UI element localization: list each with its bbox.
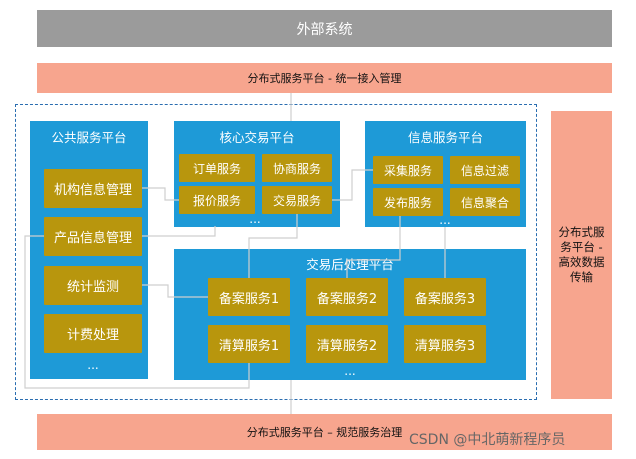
external-system-bar: 外部系统: [37, 10, 612, 47]
order-service[interactable]: 订单服务: [179, 154, 255, 182]
org-info-mgmt[interactable]: 机构信息管理: [44, 169, 142, 208]
filing-service-2[interactable]: 备案服务2: [306, 278, 388, 316]
info-filter-label: 信息过滤: [460, 163, 509, 178]
filing-service-3[interactable]: 备案服务3: [404, 278, 486, 316]
public-platform-title: 公共服务平台: [51, 130, 127, 145]
public-platform-more: ...: [87, 358, 99, 372]
quote-service-label: 报价服务: [192, 193, 241, 208]
publish-service-label: 发布服务: [383, 195, 432, 210]
collect-service-label: 采集服务: [383, 163, 432, 178]
info-platform-title: 信息服务平台: [407, 130, 483, 145]
order-service-label: 订单服务: [192, 161, 241, 176]
negotiation-service-label: 协商服务: [272, 161, 321, 176]
quote-service[interactable]: 报价服务: [179, 186, 255, 214]
unified-access-label: 分布式服务平台 - 统一接入管理: [247, 72, 402, 85]
trade-service-label: 交易服务: [272, 193, 321, 208]
filing-service-1[interactable]: 备案服务1: [208, 278, 290, 316]
product-info-mgmt-label: 产品信息管理: [53, 231, 132, 246]
publish-service[interactable]: 发布服务: [373, 188, 443, 216]
core-platform-title: 核心交易平台: [219, 130, 295, 145]
info-aggregation[interactable]: 信息聚合: [450, 188, 520, 216]
clearing-service-3[interactable]: 清算服务3: [404, 325, 486, 363]
unified-access-bar: 分布式服务平台 - 统一接入管理: [37, 63, 612, 93]
filing-service-1-label: 备案服务1: [218, 291, 280, 307]
clearing-service-2-label: 清算服务2: [316, 338, 378, 354]
clearing-service-1[interactable]: 清算服务1: [208, 325, 290, 363]
stat-monitoring-label: 统计监测: [66, 280, 119, 295]
clearing-service-3-label: 清算服务3: [414, 338, 476, 354]
product-info-mgmt[interactable]: 产品信息管理: [44, 217, 142, 256]
post-platform-more: ...: [344, 364, 356, 378]
csdn-watermark: CSDN @中北萌新程序员: [409, 432, 566, 448]
info-filter[interactable]: 信息过滤: [450, 156, 520, 184]
negotiation-service[interactable]: 协商服务: [262, 154, 332, 182]
service-governance-label: 分布式服务平台 – 规范服务治理: [246, 426, 403, 439]
billing-processing[interactable]: 计费处理: [44, 314, 142, 353]
core-platform-more: ...: [249, 212, 261, 226]
platform-enclosure: [15, 104, 537, 400]
billing-processing-label: 计费处理: [66, 328, 119, 343]
data-transfer-bar: 分布式服 务平台 - 高效数据 传输: [551, 111, 612, 399]
filing-service-2-label: 备案服务2: [316, 291, 378, 307]
external-system-label: 外部系统: [296, 21, 353, 38]
info-aggregation-label: 信息聚合: [460, 195, 509, 210]
collect-service[interactable]: 采集服务: [373, 156, 443, 184]
filing-service-3-label: 备案服务3: [414, 291, 476, 307]
post-platform-title: 交易后处理平台: [306, 257, 394, 272]
info-platform-more: ...: [439, 213, 451, 227]
trade-service[interactable]: 交易服务: [262, 186, 332, 214]
clearing-service-1-label: 清算服务1: [218, 338, 280, 354]
clearing-service-2[interactable]: 清算服务2: [306, 325, 388, 363]
data-transfer-label: 分布式服 务平台 - 高效数据 传输: [558, 225, 605, 284]
stat-monitoring[interactable]: 统计监测: [44, 266, 142, 305]
service-governance-bar: 分布式服务平台 – 规范服务治理: [37, 414, 612, 450]
org-info-mgmt-label: 机构信息管理: [53, 183, 132, 198]
